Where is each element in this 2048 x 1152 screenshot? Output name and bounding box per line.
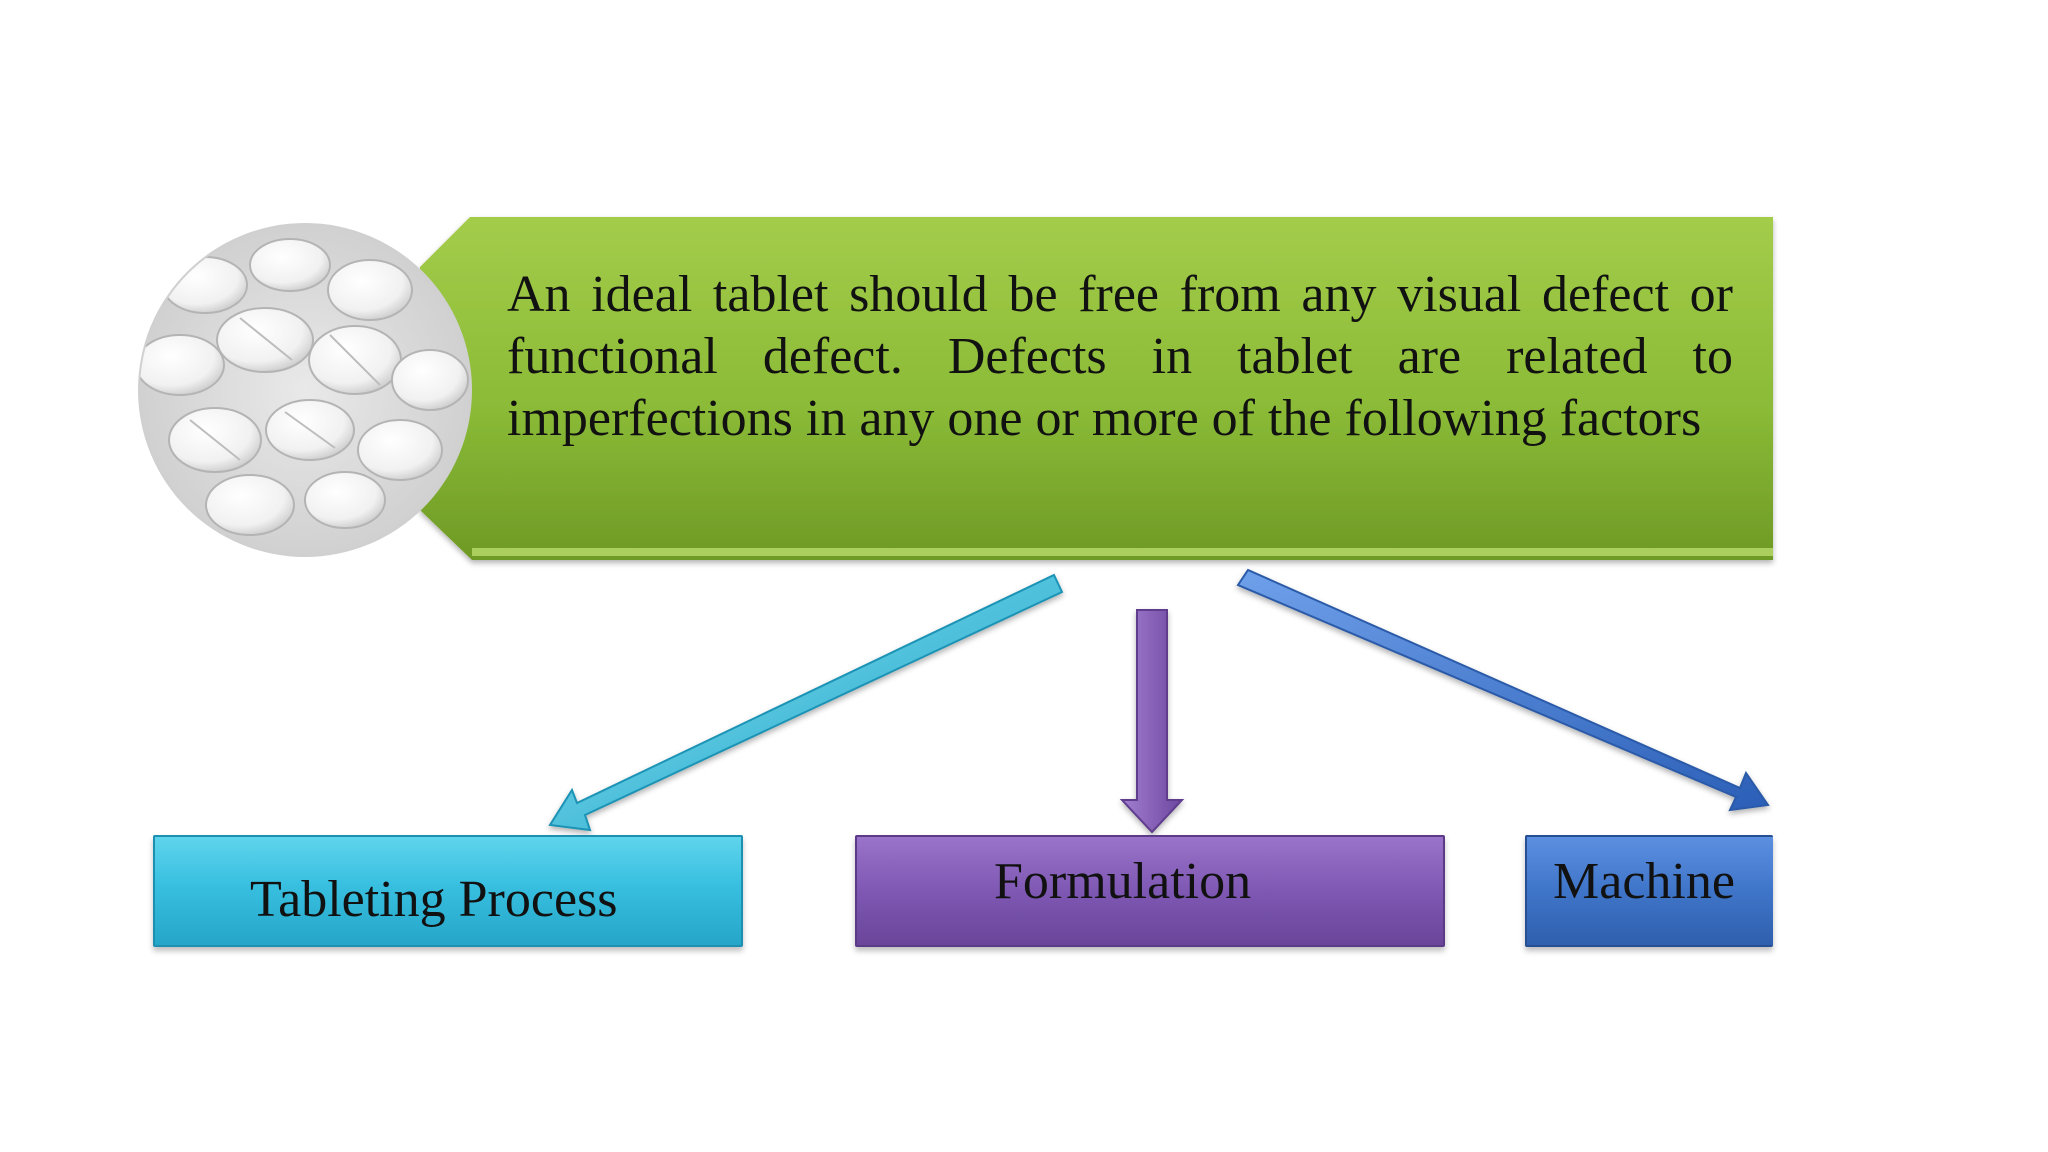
factor-label-tableting-process: Tableting Process xyxy=(250,871,618,928)
factor-box-tableting-process xyxy=(153,835,743,947)
arrow-to-tableting-process xyxy=(548,573,1064,832)
arrow-to-formulation xyxy=(1119,609,1185,834)
banner-highlight xyxy=(472,548,1773,556)
tablets-image xyxy=(138,223,472,557)
arrow-to-machine xyxy=(1236,568,1770,812)
defect-statement: An ideal tablet should be free from any … xyxy=(507,266,1733,447)
factor-label-machine: Machine xyxy=(1553,853,1735,910)
factor-label-formulation: Formulation xyxy=(994,853,1252,910)
statement-banner xyxy=(420,217,1773,560)
factor-box-formulation xyxy=(855,835,1445,947)
factor-box-machine xyxy=(1525,835,1773,947)
